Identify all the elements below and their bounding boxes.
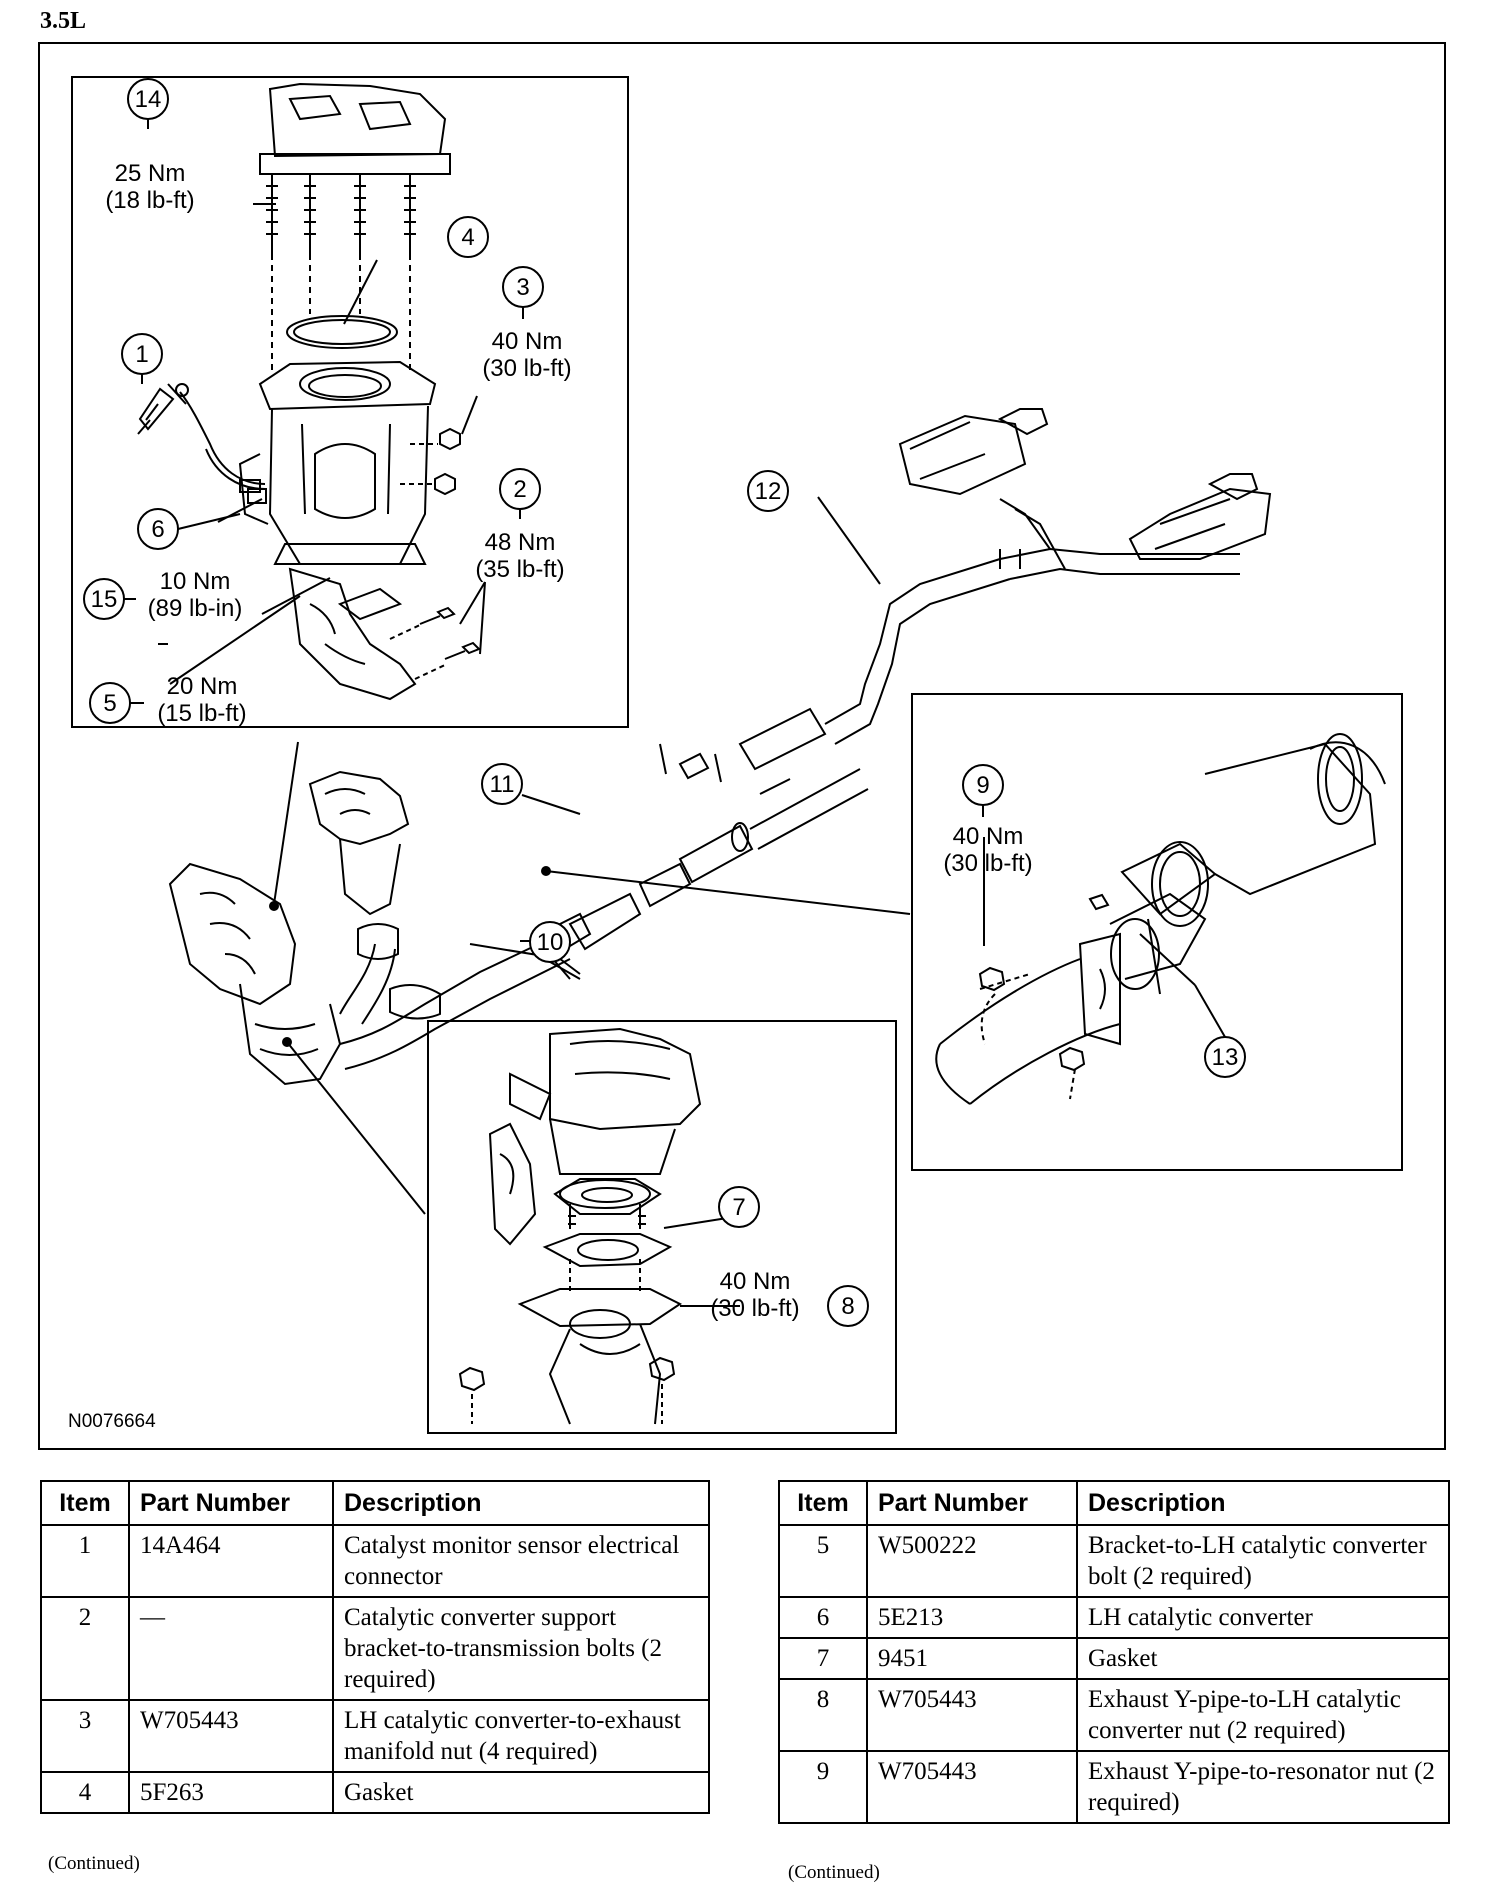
torque-15-lbft: (89 lb-in) [148, 595, 243, 622]
parts-table-right: Item Part Number Description 5 W500222 B… [778, 1480, 1450, 1824]
torque-15-nm: 10 Nm [160, 568, 231, 595]
callout-7-circle [718, 1186, 760, 1228]
row-part-number: 5E213 [866, 1596, 1078, 1639]
callout-4-circle [447, 216, 489, 258]
leader-11 [521, 794, 581, 815]
callout-7: 7 [732, 1194, 745, 1221]
inset-c-leader [545, 870, 911, 915]
callout-11-circle [481, 763, 523, 805]
row-item: 9 [778, 1750, 868, 1824]
row-description: Exhaust Y-pipe-to-resonator nut (2 requi… [1076, 1750, 1450, 1824]
header-part-number: Part Number [128, 1480, 334, 1526]
torque-3-nm: 40 Nm [492, 328, 563, 355]
torque-9-lbft: (30 lb-ft) [943, 850, 1032, 877]
row-description: LH catalytic converter-to-exhaust manifo… [332, 1699, 710, 1773]
header-part-number: Part Number [866, 1480, 1078, 1526]
callout-12: 12 [755, 478, 782, 505]
row-part-number: W500222 [866, 1524, 1078, 1598]
header-description: Description [1076, 1480, 1450, 1526]
row-item: 5 [778, 1524, 868, 1598]
callout-6: 6 [151, 516, 164, 543]
continued-label-left: (Continued) [48, 1853, 140, 1874]
header-item: Item [778, 1480, 868, 1526]
callout-2: 2 [513, 476, 526, 503]
header-item: Item [40, 1480, 130, 1526]
row-part-number: 5F263 [128, 1771, 334, 1814]
table-row: 1 14A464 Catalyst monitor sensor electri… [40, 1524, 710, 1598]
row-item: 8 [778, 1678, 868, 1752]
row-description: LH catalytic converter [1076, 1596, 1450, 1639]
table-row: 7 9451 Gasket [778, 1637, 1450, 1680]
row-part-number: W705443 [866, 1678, 1078, 1752]
engine-label: 3.5L [40, 8, 87, 34]
callout-5: 5 [103, 690, 116, 717]
torque-8-nm: 40 Nm [720, 1268, 791, 1295]
callout-10: 10 [537, 929, 564, 956]
callout-13: 13 [1212, 1044, 1239, 1071]
row-part-number: 14A464 [128, 1524, 334, 1598]
row-description: Gasket [332, 1771, 710, 1814]
callout-8: 8 [841, 1293, 854, 1320]
callout-4: 4 [461, 224, 474, 251]
row-part-number: W705443 [866, 1750, 1078, 1824]
row-item: 7 [778, 1637, 868, 1680]
table-header-row: Item Part Number Description [40, 1480, 710, 1526]
row-item: 6 [778, 1596, 868, 1639]
table-row: 3 W705443 LH catalytic converter-to-exha… [40, 1699, 710, 1773]
parts-table-left: Item Part Number Description 1 14A464 Ca… [40, 1480, 710, 1814]
row-item: 3 [40, 1699, 130, 1773]
callout-14: 14 [135, 86, 162, 113]
torque-3-lbft: (30 lb-ft) [482, 355, 571, 382]
torque-5-nm: 20 Nm [167, 673, 238, 700]
header-description: Description [332, 1480, 710, 1526]
callout-3: 3 [516, 274, 529, 301]
exhaust-diagram: 14 4 3 1 2 6 15 5 11 12 9 10 13 7 8 25 N… [38, 42, 1446, 1450]
row-description: Exhaust Y-pipe-to-LH catalytic converter… [1076, 1678, 1450, 1752]
inset-resonator-frame [911, 693, 1403, 1171]
callout-9: 9 [976, 772, 989, 799]
continued-label-right: (Continued) [788, 1862, 880, 1883]
row-item: 2 [40, 1596, 130, 1701]
table-header-row: Item Part Number Description [778, 1480, 1450, 1526]
row-description: Bracket-to-LH catalytic converter bolt (… [1076, 1524, 1450, 1598]
torque-14-lbft: (18 lb-ft) [105, 187, 194, 214]
inset-a-leader [273, 741, 299, 905]
row-description: Catalytic converter support bracket-to-t… [332, 1596, 710, 1701]
torque-2-nm: 48 Nm [485, 529, 556, 556]
row-part-number: — [128, 1596, 334, 1701]
table-row: 4 5F263 Gasket [40, 1771, 710, 1814]
torque-8-lbft: (30 lb-ft) [710, 1295, 799, 1322]
row-item: 4 [40, 1771, 130, 1814]
leader-12 [817, 496, 881, 585]
exhaust-diagram-svg: 14 4 3 1 2 6 15 5 11 12 9 10 13 7 8 25 N… [68, 76, 1403, 1434]
table-row: 6 5E213 LH catalytic converter [778, 1596, 1450, 1639]
ypipe-flange-drawing [458, 1027, 840, 1425]
table-row: 8 W705443 Exhaust Y-pipe-to-LH catalytic… [778, 1678, 1450, 1752]
inset-ypipe-frame [427, 1020, 897, 1434]
figure-id: N0076664 [68, 1411, 156, 1432]
catalytic-converter-drawing [137, 82, 486, 701]
row-description: Gasket [1076, 1637, 1450, 1680]
callout-10-circle [529, 921, 571, 963]
inset-b-leader [286, 1041, 426, 1215]
row-description: Catalyst monitor sensor electrical conne… [332, 1524, 710, 1598]
exhaust-system-drawing [168, 408, 1272, 1086]
table-row: 9 W705443 Exhaust Y-pipe-to-resonator nu… [778, 1750, 1450, 1824]
table-row: 5 W500222 Bracket-to-LH catalytic conver… [778, 1524, 1450, 1598]
torque-9-nm: 40 Nm [953, 823, 1024, 850]
callout-1: 1 [135, 341, 148, 368]
callout-12-circle [747, 470, 789, 512]
callout-15: 15 [91, 586, 118, 613]
row-item: 1 [40, 1524, 130, 1598]
row-part-number: 9451 [866, 1637, 1078, 1680]
torque-5-lbft: (15 lb-ft) [157, 700, 246, 727]
torque-2-lbft: (35 lb-ft) [475, 556, 564, 583]
callout-8-circle [827, 1285, 869, 1327]
table-row: 2 — Catalytic converter support bracket-… [40, 1596, 710, 1701]
resonator-flange-drawing [935, 733, 1386, 1105]
inset-catalytic-converter-frame [71, 76, 629, 728]
torque-14-nm: 25 Nm [115, 160, 186, 187]
callout-11: 11 [490, 771, 515, 798]
row-part-number: W705443 [128, 1699, 334, 1773]
